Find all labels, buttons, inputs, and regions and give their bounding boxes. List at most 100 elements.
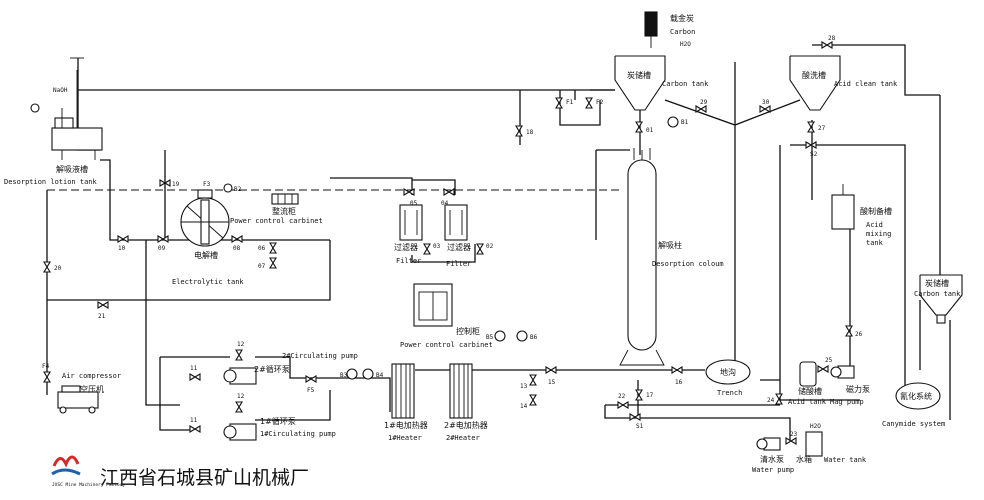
acid-mixing-en1: Acid (866, 221, 883, 229)
air-compressor: Air compressor 空压机 (57, 372, 121, 414)
circulating-pump-2: 2#循环泵 2#Circulating pump (223, 352, 358, 385)
control-cabinet: 控制柜 Power control carbinet (400, 283, 493, 349)
svg-text:28: 28 (828, 35, 836, 42)
svg-text:04: 04 (441, 200, 449, 207)
heater-2-en: 2#Heater (446, 434, 480, 442)
f3-tag: F3 (203, 181, 211, 188)
svg-text:26: 26 (855, 331, 863, 338)
svg-text:05: 05 (410, 200, 418, 207)
valve-17: 17 (635, 389, 654, 401)
h2o-top: H2O (680, 41, 691, 48)
heater-1: 1#电加热器 1#Heater (384, 363, 428, 442)
acid-clean-tank: 酸洗槽 Acid clean tank (789, 55, 898, 111)
circ-pump-1-en: 1#Circulating pump (260, 430, 336, 438)
circulating-pump-1: 1#循环泵 1#Circulating pump (223, 416, 336, 441)
filter-1: 过滤器 Filter (394, 204, 423, 265)
svg-text:12: 12 (237, 393, 245, 400)
svg-text:08: 08 (233, 245, 241, 252)
svg-text:21: 21 (98, 313, 106, 320)
svg-text:25: 25 (825, 357, 833, 364)
valve-19: 19 (159, 179, 180, 188)
pipes (46, 44, 951, 440)
gold-carbon-en: Carbon (670, 28, 695, 36)
valve-23: 23 (785, 431, 798, 445)
svg-text:11: 11 (190, 417, 198, 424)
valve-03: 03 (423, 243, 441, 255)
naoh-label: NaOH (53, 87, 68, 94)
valve-21: 21 (97, 301, 109, 320)
svg-text:S1: S1 (636, 423, 644, 430)
acid-mixing-cn: 酸制备槽 (860, 206, 892, 216)
trench: 地沟 Trench (705, 359, 751, 397)
carbon-tank2-cn: 炭储槽 (925, 278, 949, 288)
air-compressor-en: Air compressor (62, 372, 121, 380)
svg-text:29: 29 (700, 99, 708, 106)
svg-text:B1: B1 (681, 119, 689, 126)
valve-05: 05 (403, 188, 418, 207)
carbon-tank-en: Carbon tank (662, 80, 709, 88)
heater-2-cn: 2#电加热器 (444, 420, 488, 430)
valve-27: 27 (807, 121, 826, 133)
valves: 19 10 09 08 06 07 20 21 F4 05 04 03 02 1… (42, 35, 863, 445)
electrolytic-tank: B2 F3 电解槽 Electrolytic tank (172, 181, 244, 286)
mag-pump-en: Mag pump (830, 398, 864, 406)
b2-tag: B2 (234, 186, 242, 193)
svg-text:11: 11 (190, 365, 198, 372)
carbon-tank-top: 炭储槽 Carbon tank 载金炭 Carbon H2O (614, 11, 709, 111)
valve-16: 16 (671, 366, 683, 386)
valve-f1: F1 (555, 97, 574, 109)
valve-s2: S2 (805, 141, 818, 158)
gauge-b1: B1 (667, 116, 689, 128)
valve-29: 29 (695, 99, 708, 113)
water-tank-cn: 水箱 (796, 454, 812, 464)
heater-2: 2#电加热器 2#Heater (444, 363, 488, 442)
air-compressor-cn: 空压机 (80, 384, 104, 394)
acid-tank: 储酸槽 Acid tank (788, 361, 827, 406)
power-cabinet-cn: 整流柜 (272, 206, 296, 216)
svg-text:22: 22 (618, 393, 626, 400)
svg-text:18: 18 (526, 129, 534, 136)
gauge-b3: B3 (340, 368, 358, 380)
acid-clean-tank-en: Acid clean tank (834, 80, 898, 88)
svg-text:12: 12 (237, 341, 245, 348)
gauge-b5: B5 (486, 330, 506, 342)
valve-02: 02 (476, 243, 494, 255)
heater-1-cn: 1#电加热器 (384, 420, 428, 430)
mag-pump: 磁力泵 Mag pump (830, 365, 870, 406)
heater-1-en: 1#Heater (388, 434, 422, 442)
svg-text:09: 09 (158, 245, 166, 252)
circ-pump-2-en: 2#Circulating pump (282, 352, 358, 360)
logo-caption: JXSC Mine Machinery Factory (52, 482, 125, 488)
valve-f5: F5 (305, 375, 317, 394)
logo-blue-stroke (51, 468, 81, 476)
gauge-b4: B4 (362, 368, 384, 380)
gauge-b6: B6 (516, 330, 538, 342)
svg-text:19: 19 (172, 181, 180, 188)
valve-20: 20 (43, 261, 62, 273)
valve-12a: 12 (235, 341, 245, 361)
svg-text:16: 16 (675, 379, 683, 386)
gauges: B1 B3 B4 B5 B6 (340, 116, 689, 380)
svg-text:F1: F1 (566, 99, 574, 106)
gold-carbon-cn: 载金炭 (670, 13, 694, 23)
valve-09: 09 (157, 235, 169, 252)
desorption-column: 解吸柱 Desorption coloum (619, 148, 724, 366)
company-name: 江西省石城县矿山机械厂 (100, 467, 309, 489)
desorption-column-en: Desorption coloum (652, 260, 724, 268)
acid-mixing-en3: tank (866, 239, 884, 247)
water-tank-en: Water tank (824, 456, 867, 464)
svg-text:B5: B5 (486, 334, 494, 341)
acid-tank-cn: 储酸槽 (798, 386, 822, 396)
water-pump: 清水泵 Water pump (752, 437, 794, 474)
svg-text:03: 03 (433, 243, 441, 250)
svg-text:F4: F4 (42, 363, 50, 370)
filter-2: 过滤器 Filter (444, 204, 471, 268)
svg-text:B3: B3 (340, 372, 348, 379)
cyanide-en: Canymide system (882, 420, 945, 428)
control-cabinet-en: Power control carbinet (400, 341, 493, 349)
valve-15: 15 (545, 366, 557, 386)
svg-text:F5: F5 (307, 387, 315, 394)
svg-text:06: 06 (258, 245, 266, 252)
